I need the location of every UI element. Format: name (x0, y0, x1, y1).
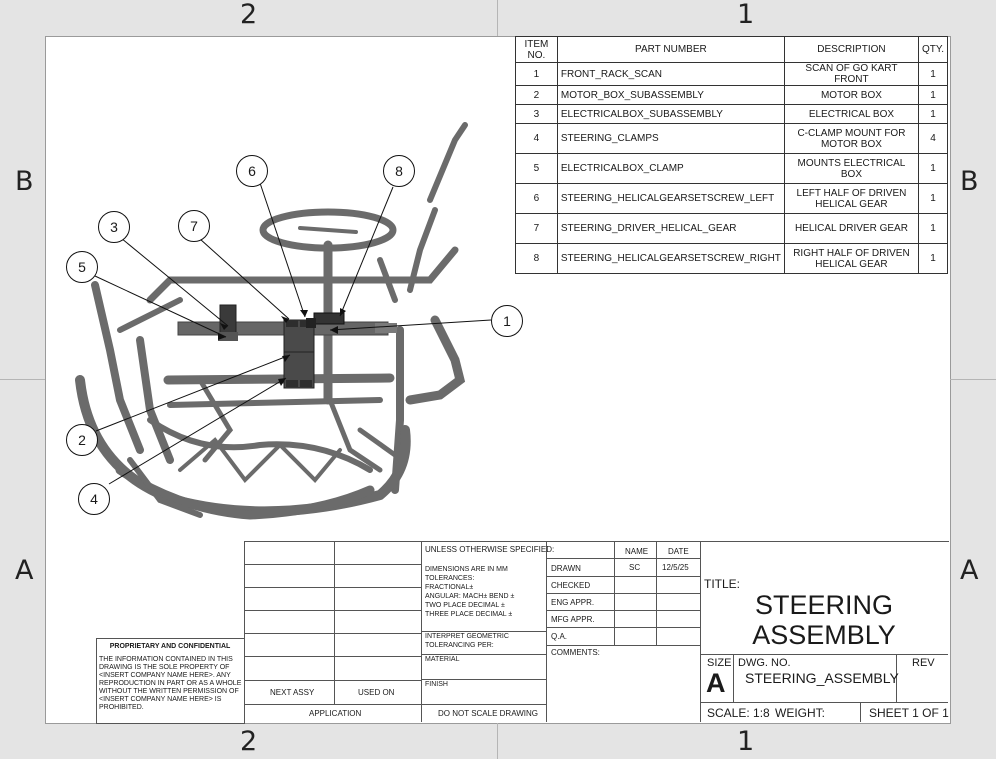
zone-label-top-right: 1 (737, 0, 755, 30)
proprietary-notice (96, 638, 245, 724)
balloon-7: 7 (178, 210, 210, 242)
drawn-label: DRAWN (551, 564, 581, 573)
size-label: SIZE (707, 657, 732, 669)
proprietary-line: <INSERT COMPANY NAME HERE> IS (99, 696, 222, 703)
tolerance-line: ANGULAR: MACH± BEND ± (425, 593, 515, 600)
drawn-date: 12/5/25 (662, 563, 689, 572)
sheet-label: SHEET 1 OF 1 (869, 706, 949, 720)
proprietary-line: THE INFORMATION CONTAINED IN THIS (99, 656, 233, 663)
mfg-appr-label: MFG APPR. (551, 615, 595, 624)
tolerance-line: DIMENSIONS ARE IN MM (425, 566, 508, 573)
balloon-5: 5 (66, 251, 98, 283)
zone-label-left-b: B (15, 166, 34, 197)
bom-header-qty: QTY. (917, 36, 949, 63)
motor-box (283, 319, 315, 389)
zone-label-right-a: A (960, 555, 979, 586)
tolerance-line: TWO PLACE DECIMAL ± (425, 602, 505, 609)
zone-label-top-left: 2 (240, 0, 258, 30)
proprietary-line: REPRODUCTION IN PART OR AS A WHOLE (99, 680, 242, 687)
steering-clamp (286, 380, 298, 387)
kart-frame-scan (75, 122, 468, 520)
balloon-6: 6 (236, 155, 268, 187)
next-assy-label: NEXT ASSY (270, 688, 315, 697)
drawing-title-line-1: STEERING (754, 590, 894, 620)
scale-label: SCALE: 1:8 (707, 706, 770, 720)
rev-label: REV (912, 657, 935, 669)
zone-label-bottom-right: 1 (737, 726, 755, 757)
electrical-box-clamp (218, 332, 238, 341)
bom-header-desc: DESCRIPTION (783, 36, 919, 63)
balloon-8: 8 (383, 155, 415, 187)
drawing-number: STEERING_ASSEMBLY (745, 670, 899, 686)
dwg-no-label: DWG. NO. (738, 657, 791, 669)
drawn-name: SC (629, 563, 641, 572)
zone-label-left-a: A (15, 555, 34, 586)
application-label: APPLICATION (309, 709, 362, 718)
tolerance-line: TOLERANCES: (425, 575, 475, 582)
proprietary-line: <INSERT COMPANY NAME HERE>. ANY (99, 672, 231, 679)
zone-divider-bottom (497, 723, 498, 759)
rack-end-right (375, 323, 397, 333)
helical-driver-gear (306, 318, 316, 328)
proprietary-line: DRAWING IS THE SOLE PROPERTY OF (99, 664, 230, 671)
balloon-4: 4 (78, 483, 110, 515)
bom-header-part: PART NUMBER (556, 36, 785, 63)
tolerance-line: FRACTIONAL± (425, 584, 474, 591)
zone-label-bottom-left: 2 (240, 726, 258, 757)
name-header: NAME (625, 547, 649, 556)
checked-label: CHECKED (551, 581, 591, 590)
finish-label: FINISH (425, 681, 448, 688)
balloon-2: 2 (66, 424, 98, 456)
zone-divider-right (950, 379, 996, 380)
comments-label: COMMENTS: (551, 648, 600, 657)
interpret-geometric: INTERPRET GEOMETRIC (425, 633, 509, 640)
balloon-3: 3 (98, 211, 130, 243)
balloon-1: 1 (491, 305, 523, 337)
zone-label-right-b: B (960, 166, 979, 197)
proprietary-line: PROHIBITED. (99, 704, 144, 711)
title-block (244, 541, 949, 723)
qa-label: Q.A. (551, 632, 568, 641)
material-label: MATERIAL (425, 656, 460, 663)
proprietary-line: WITHOUT THE WRITTEN PERMISSION OF (99, 688, 239, 695)
eng-appr-label: ENG APPR. (551, 598, 595, 607)
used-on-label: USED ON (358, 688, 395, 697)
bom-header-item: ITEM NO. (515, 36, 558, 63)
tolerance-line: THREE PLACE DECIMAL ± (425, 611, 513, 618)
proprietary-title: PROPRIETARY AND CONFIDENTIAL (109, 643, 231, 650)
steering-clamp (286, 320, 298, 327)
weight-label: WEIGHT: (775, 706, 825, 720)
drawing-title-line-2: ASSEMBLY (752, 620, 896, 650)
unless-specified: UNLESS OTHERWISE SPECIFIED: (425, 545, 555, 554)
zone-divider-top (497, 0, 498, 36)
zone-divider-left (0, 379, 45, 380)
do-not-scale: DO NOT SCALE DRAWING (438, 709, 539, 718)
date-header: DATE (668, 547, 689, 556)
steering-clamp (300, 380, 312, 387)
size-value: A (706, 668, 726, 698)
tolerancing-per: TOLERANCING PER: (425, 642, 494, 649)
title-label: TITLE: (704, 577, 741, 591)
